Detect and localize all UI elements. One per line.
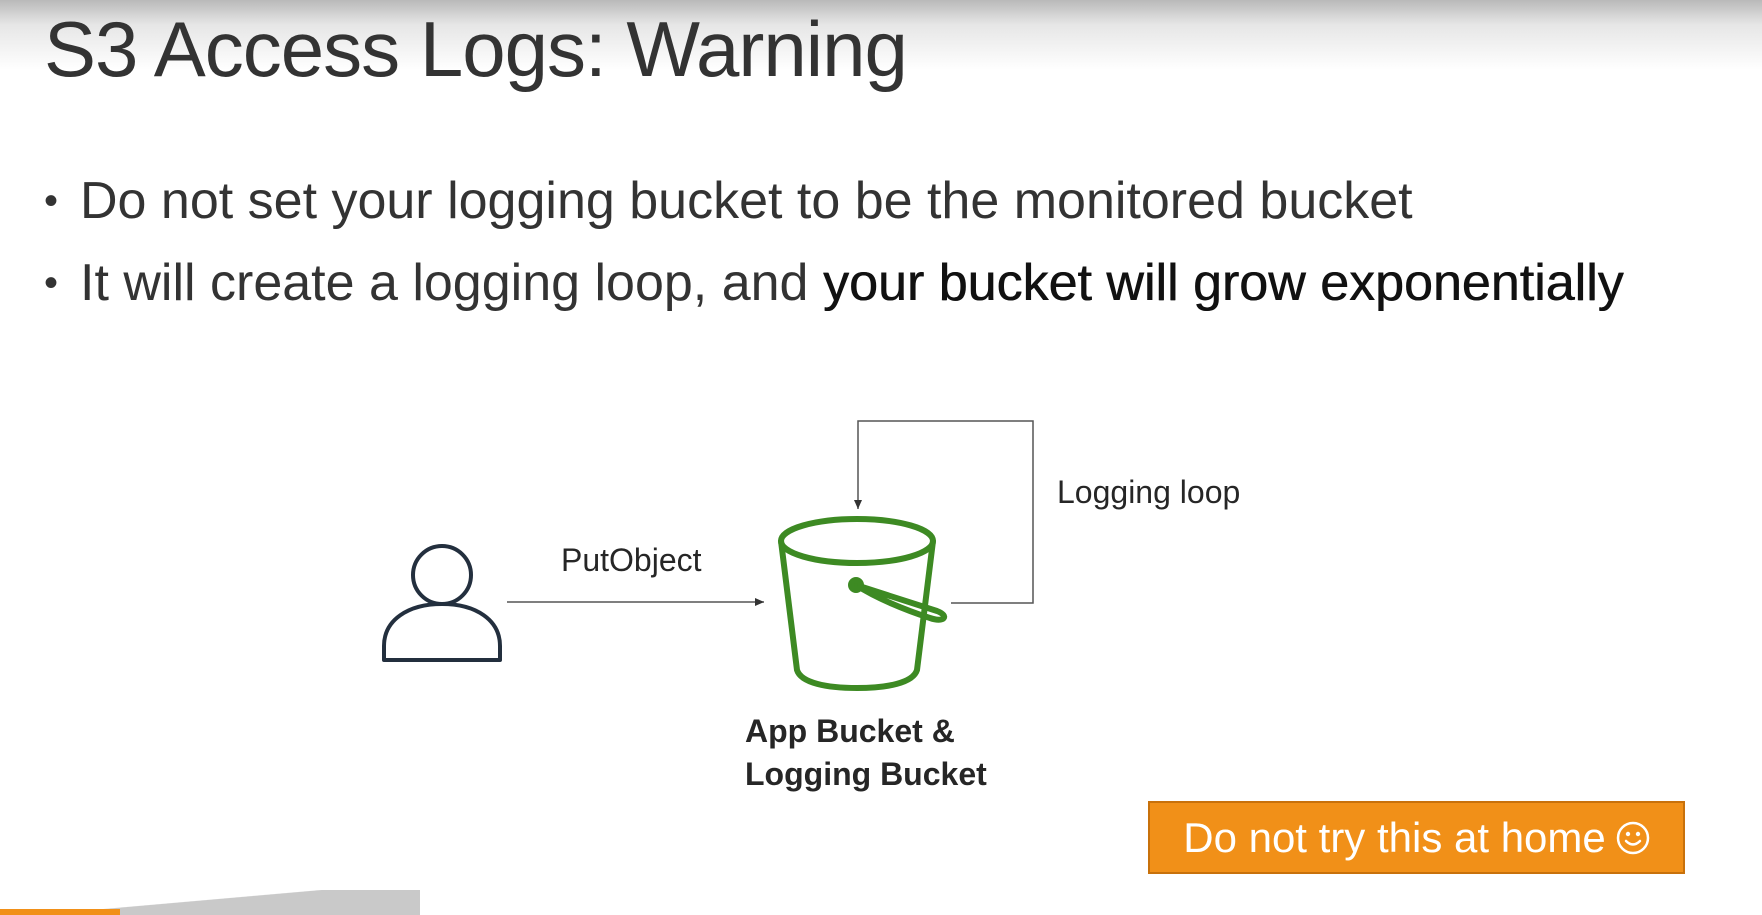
- bucket-label: App Bucket & Logging Bucket: [745, 710, 987, 796]
- bucket-label-line1: App Bucket &: [745, 713, 955, 749]
- bullet-text: Do not set your logging bucket to be the…: [80, 172, 1413, 230]
- footer-accent: [0, 909, 120, 915]
- bullet-item: • It will create a logging loop, and you…: [44, 242, 1624, 324]
- bullet-item: • Do not set your logging bucket to be t…: [44, 160, 1624, 242]
- logging-loop-arrow: [854, 420, 1034, 604]
- slide-title: S3 Access Logs: Warning: [44, 5, 908, 93]
- bullet-text: It will create a logging loop, and: [80, 254, 823, 312]
- bullet-list: • Do not set your logging bucket to be t…: [44, 160, 1624, 324]
- bullet-emphasis: your bucket will grow exponentially: [822, 254, 1624, 312]
- warning-callout: Do not try this at home: [1148, 801, 1685, 874]
- bucket-label-line2: Logging Bucket: [745, 756, 987, 792]
- user-icon: [382, 544, 502, 662]
- putobject-label: PutObject: [561, 542, 702, 578]
- smiley-icon: [1616, 821, 1650, 854]
- title-bar-background: [0, 0, 1762, 70]
- callout-text: Do not try this at home: [1183, 813, 1606, 861]
- bullet-dot: •: [44, 260, 59, 305]
- logging-loop-label: Logging loop: [1057, 474, 1241, 510]
- s3-bucket-icon: [778, 516, 948, 691]
- bullet-dot: •: [44, 178, 59, 223]
